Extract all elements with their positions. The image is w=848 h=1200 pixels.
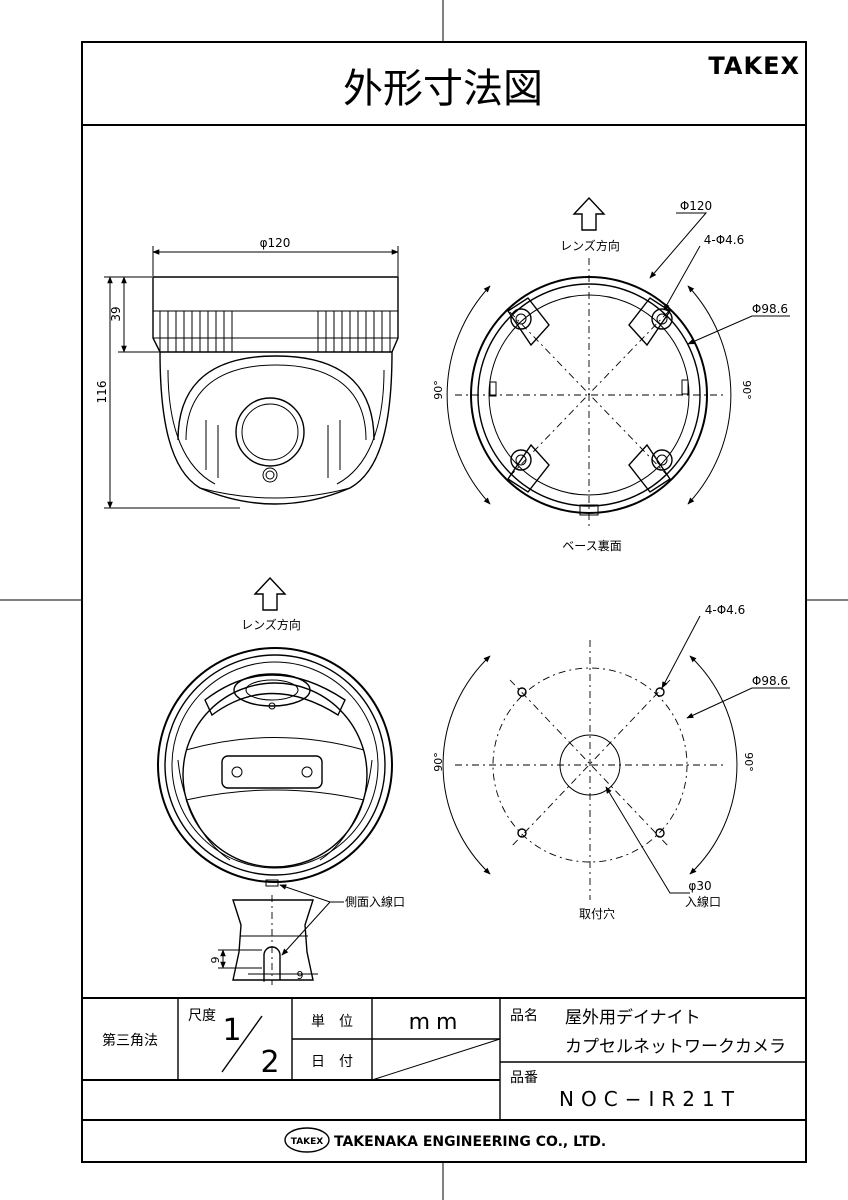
- takex-logo-badge: [284, 1127, 330, 1153]
- base-back-caption: ベース裏面: [562, 538, 621, 553]
- unit-label: 単 位: [311, 1014, 353, 1030]
- front-arrow-label: レンズ方向: [241, 617, 301, 632]
- dim-slot-height: 9: [209, 957, 222, 964]
- scale-label: 尺度: [188, 1008, 216, 1024]
- mount-caption: 取付穴: [579, 906, 615, 921]
- product-name-line2: カプセルネットワークカメラ: [565, 1037, 786, 1057]
- dim-side-height-total: 116: [95, 381, 109, 404]
- front-view: レンズ方向 9 9 側面入線口: [157, 576, 405, 985]
- sheet-frame: [81, 41, 807, 1163]
- unit-value: mm: [409, 1010, 464, 1035]
- side-view-dimensions: φ120 39 116: [95, 236, 399, 509]
- mount-boss-nw: [507, 297, 550, 347]
- base-back-angle-left: 90°: [432, 380, 445, 400]
- mount-angle-right: 90°: [742, 752, 755, 772]
- company-name: TAKENAKA ENGINEERING CO., LTD.: [334, 1134, 606, 1150]
- base-back-dim-outer: Φ120: [680, 199, 712, 213]
- vent-grille-left: [159, 311, 233, 352]
- mount-angle-left: 90°: [432, 752, 445, 772]
- product-name-label: 品名: [510, 1008, 538, 1024]
- base-back-dim-holes: 4-Φ4.6: [704, 233, 745, 247]
- base-back-angle-right: 90°: [740, 380, 753, 400]
- product-name-line1: 屋外用デイナイト: [565, 1007, 701, 1028]
- footer: TAKEX TAKENAKA ENGINEERING CO., LTD.: [284, 1127, 606, 1153]
- projection-label: 第三角法: [102, 1032, 158, 1049]
- date-label: 日 付: [311, 1054, 353, 1070]
- part-no: NOC−IR21T: [559, 1087, 741, 1111]
- lens-direction-arrow-icon-2: [253, 576, 287, 611]
- dim-side-height-top: 39: [109, 306, 123, 321]
- mount-entry-label: 入線口: [685, 894, 721, 909]
- scale-numerator: 1: [222, 1013, 241, 1048]
- mount-dim-pcd: Φ98.6: [752, 674, 788, 688]
- part-no-label: 品番: [510, 1070, 538, 1086]
- mount-holes-view: 90° 90° 4-Φ4.6 Φ98.6 φ30 入線口 取付穴: [432, 603, 790, 921]
- brand-logo: TAKEX: [708, 52, 800, 80]
- base-back-dim-pcd: Φ98.6: [752, 302, 788, 316]
- base-back-arrow-label: レンズ方向: [560, 238, 620, 253]
- side-entry-label: 側面入線口: [345, 894, 405, 909]
- mount-dim-holes: 4-Φ4.6: [705, 603, 746, 617]
- title-block: 第三角法 尺度 1 2 単 位 mm 日 付 品名 屋外用デイナイト カプセルネ…: [82, 997, 806, 1121]
- mount-boss-ne: [628, 297, 673, 347]
- footer-logo-text: TAKEX: [291, 1137, 324, 1147]
- mount-boss-sw: [507, 443, 550, 493]
- dim-slot-width: 9: [297, 969, 304, 982]
- mount-boss-se: [628, 443, 673, 493]
- side-view: [152, 276, 399, 505]
- page-title: 外形寸法図: [343, 66, 543, 112]
- mount-dim-entry: φ30: [688, 879, 711, 893]
- dim-side-width: φ120: [260, 236, 291, 250]
- scale-denominator: 2: [260, 1045, 279, 1080]
- base-back-view: レンズ方向: [432, 196, 790, 553]
- lens-direction-arrow-icon: [572, 196, 606, 231]
- vent-grille-right: [317, 311, 391, 352]
